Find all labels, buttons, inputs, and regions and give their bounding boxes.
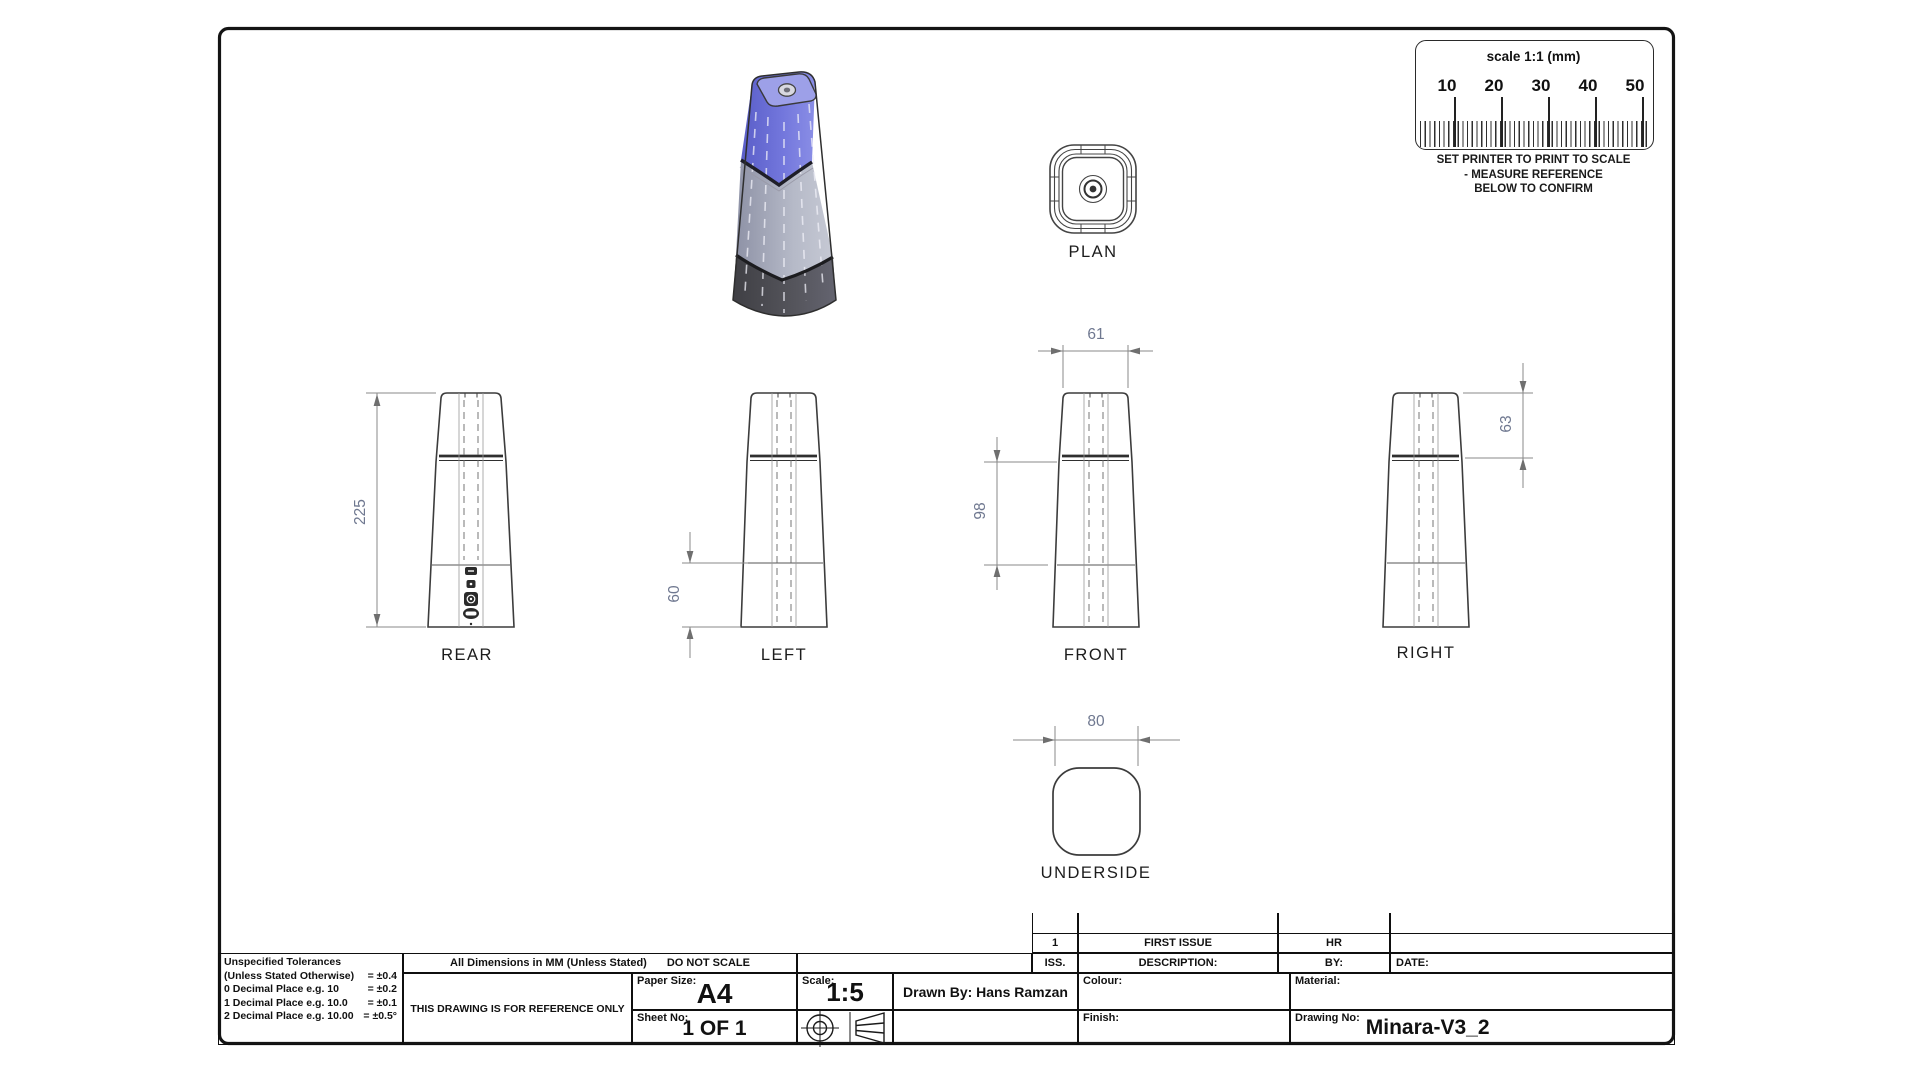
rear-view-label: REAR <box>441 646 493 664</box>
scale-cell: Scale: 1:5 <box>797 973 893 1010</box>
empty-band-cell <box>797 953 1032 973</box>
scale-label: Scale: <box>802 975 835 987</box>
tolerance-row-value: = ±0.1 <box>367 996 397 1009</box>
revision-header-date: DATE: <box>1390 953 1675 973</box>
projection-symbol-cell <box>797 1010 893 1045</box>
underside-view-linework <box>1013 726 1180 856</box>
tolerance-row-label: 0 Decimal Place e.g. 10 <box>224 983 339 995</box>
do-not-scale-note: DO NOT SCALE <box>666 957 750 969</box>
print-note-line2: - MEASURE REFERENCE <box>1464 168 1603 181</box>
revision-stub-iss <box>1032 913 1078 933</box>
ruler-label-40: 40 <box>1578 76 1598 95</box>
revision-row-date <box>1390 933 1675 953</box>
revision-row-by: HR <box>1278 933 1390 953</box>
ruler-mm-ticks <box>1420 121 1648 147</box>
scale-value: 1:5 <box>826 977 864 1007</box>
drawing-no-value: Minara-V3_2 <box>1365 1016 1490 1039</box>
revision-header-by: BY: <box>1278 953 1390 973</box>
revision-stub-desc <box>1078 913 1278 933</box>
print-note-line3: BELOW TO CONFIRM <box>1474 183 1593 195</box>
drawn-by: Drawn By: Hans Ramzan <box>903 983 1068 1000</box>
dim-225-height: 225 <box>352 499 369 525</box>
drawn-by-cell: Drawn By: Hans Ramzan <box>893 973 1078 1010</box>
sheet-no-cell: Sheet No: 1 OF 1 <box>632 1010 797 1045</box>
sheet-frame <box>217 26 1676 1046</box>
tolerance-row-value: = ±0.2 <box>367 983 397 995</box>
dim-60-base-height: 60 <box>666 585 683 603</box>
left-view-linework <box>682 392 828 658</box>
right-view-linework <box>1382 363 1533 628</box>
dim-80-base-width: 80 <box>1087 713 1105 730</box>
left-view-label: LEFT <box>760 646 808 664</box>
isometric-render <box>732 71 837 317</box>
scale-ruler <box>1415 40 1654 150</box>
empty-cell <box>893 1010 1078 1045</box>
finish-label: Finish: <box>1083 1012 1120 1024</box>
reference-note-cell: THIS DRAWING IS FOR REFERENCE ONLY <box>403 973 632 1045</box>
reference-note: THIS DRAWING IS FOR REFERENCE ONLY <box>410 1003 625 1015</box>
material-label: Material: <box>1295 975 1341 987</box>
sheet-no-label: Sheet No: <box>637 1012 689 1024</box>
dimensions-note: All Dimensions in MM (Unless Stated) <box>450 957 647 969</box>
paper-size-label: Paper Size: <box>637 975 697 987</box>
revision-header-iss: ISS. <box>1032 953 1078 973</box>
print-to-scale-note: SET PRINTER TO PRINT TO SCALE - MEASURE … <box>1405 153 1662 197</box>
dim-98-mid-height: 98 <box>972 502 989 520</box>
revision-row-description: FIRST ISSUE <box>1078 933 1278 953</box>
tolerance-row-label: 2 Decimal Place e.g. 10.00 <box>224 1010 354 1022</box>
underside-view-label: UNDERSIDE <box>1040 864 1152 882</box>
tolerance-row-label: (Unless Stated Otherwise) <box>224 969 355 982</box>
drawing-no-cell: Drawing No: Minara-V3_2 <box>1290 1010 1675 1045</box>
plan-view-linework <box>1049 144 1137 234</box>
print-note-line1: SET PRINTER TO PRINT TO SCALE <box>1436 154 1631 166</box>
projection-symbol <box>801 1009 885 1047</box>
right-view-label: RIGHT <box>1396 644 1456 662</box>
finish-cell: Finish: <box>1078 1010 1290 1045</box>
drawing-no-label: Drawing No: <box>1295 1012 1360 1024</box>
ruler-label-50: 50 <box>1625 76 1645 95</box>
revision-row-iss: 1 <box>1032 933 1078 953</box>
tolerances-title: Unspecified Tolerances <box>224 956 342 968</box>
dim-63-cap-height: 63 <box>1498 415 1515 433</box>
ruler-label-20: 20 <box>1484 76 1504 95</box>
revision-stub-by <box>1278 913 1390 933</box>
revision-stub-date <box>1390 913 1675 933</box>
plan-view-label: PLAN <box>1068 243 1118 261</box>
tolerance-row-value: = ±0.4 <box>367 969 397 982</box>
tolerance-row-value: = ±0.5° <box>363 1010 397 1022</box>
colour-cell: Colour: <box>1078 973 1290 1010</box>
front-view-label: FRONT <box>1063 646 1129 664</box>
revision-header-description: DESCRIPTION: <box>1078 953 1278 973</box>
ruler-label-30: 30 <box>1531 76 1551 95</box>
dimensions-note-cell: All Dimensions in MM (Unless Stated) DO … <box>403 953 797 973</box>
render-body <box>736 160 833 280</box>
front-view-linework <box>984 345 1153 628</box>
rear-view-linework <box>366 392 515 628</box>
dim-61-top-width: 61 <box>1087 326 1105 343</box>
paper-size-value: A4 <box>696 978 733 1009</box>
scale-ruler-title: scale 1:1 (mm) <box>1486 49 1581 64</box>
ruler-label-10: 10 <box>1437 76 1457 95</box>
tolerance-row-label: 1 Decimal Place e.g. 10.0 <box>224 996 348 1009</box>
paper-size-cell: Paper Size: A4 <box>632 973 797 1010</box>
sheet-no-value: 1 OF 1 <box>682 1017 747 1040</box>
colour-label: Colour: <box>1083 975 1123 987</box>
tolerances-block: Unspecified Tolerances (Unless Stated Ot… <box>218 953 403 1045</box>
rear-ports <box>463 567 479 626</box>
material-cell: Material: <box>1290 973 1675 1010</box>
